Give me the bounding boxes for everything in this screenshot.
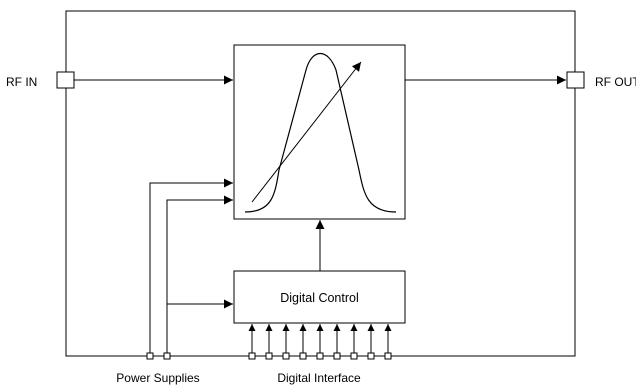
digital-interface-pin [316, 352, 324, 360]
digital-interface-pin [350, 352, 358, 360]
digital-interface-pin [248, 352, 256, 360]
power-supply-pin [146, 352, 154, 360]
power-supplies-label: Power Supplies [116, 371, 199, 385]
digital-interface-pin [367, 352, 375, 360]
rf-in-label: RF IN [6, 75, 37, 89]
digital-control-label: Digital Control [280, 291, 359, 305]
digital-interface-pins [248, 324, 392, 360]
power-supply-line-1 [149, 178, 233, 353]
rf-out-label: RF OUT [595, 75, 636, 89]
digital-interface-label: Digital Interface [277, 371, 361, 385]
digital-interface-pin [282, 352, 290, 360]
digital-interface-pin [333, 352, 341, 360]
digital-interface-pin [384, 352, 392, 360]
tuning-arrow [251, 61, 362, 203]
power-supply-line-2 [166, 195, 233, 353]
power-supply-pin [163, 352, 171, 360]
tunable-filter-block [233, 44, 406, 220]
digital-interface-pin [265, 352, 273, 360]
rf-out-port [566, 71, 585, 89]
filter-response-curve [244, 52, 397, 213]
power-supply-pins [146, 352, 171, 360]
rf-in-port [56, 71, 75, 89]
digital-interface-pin [299, 352, 307, 360]
